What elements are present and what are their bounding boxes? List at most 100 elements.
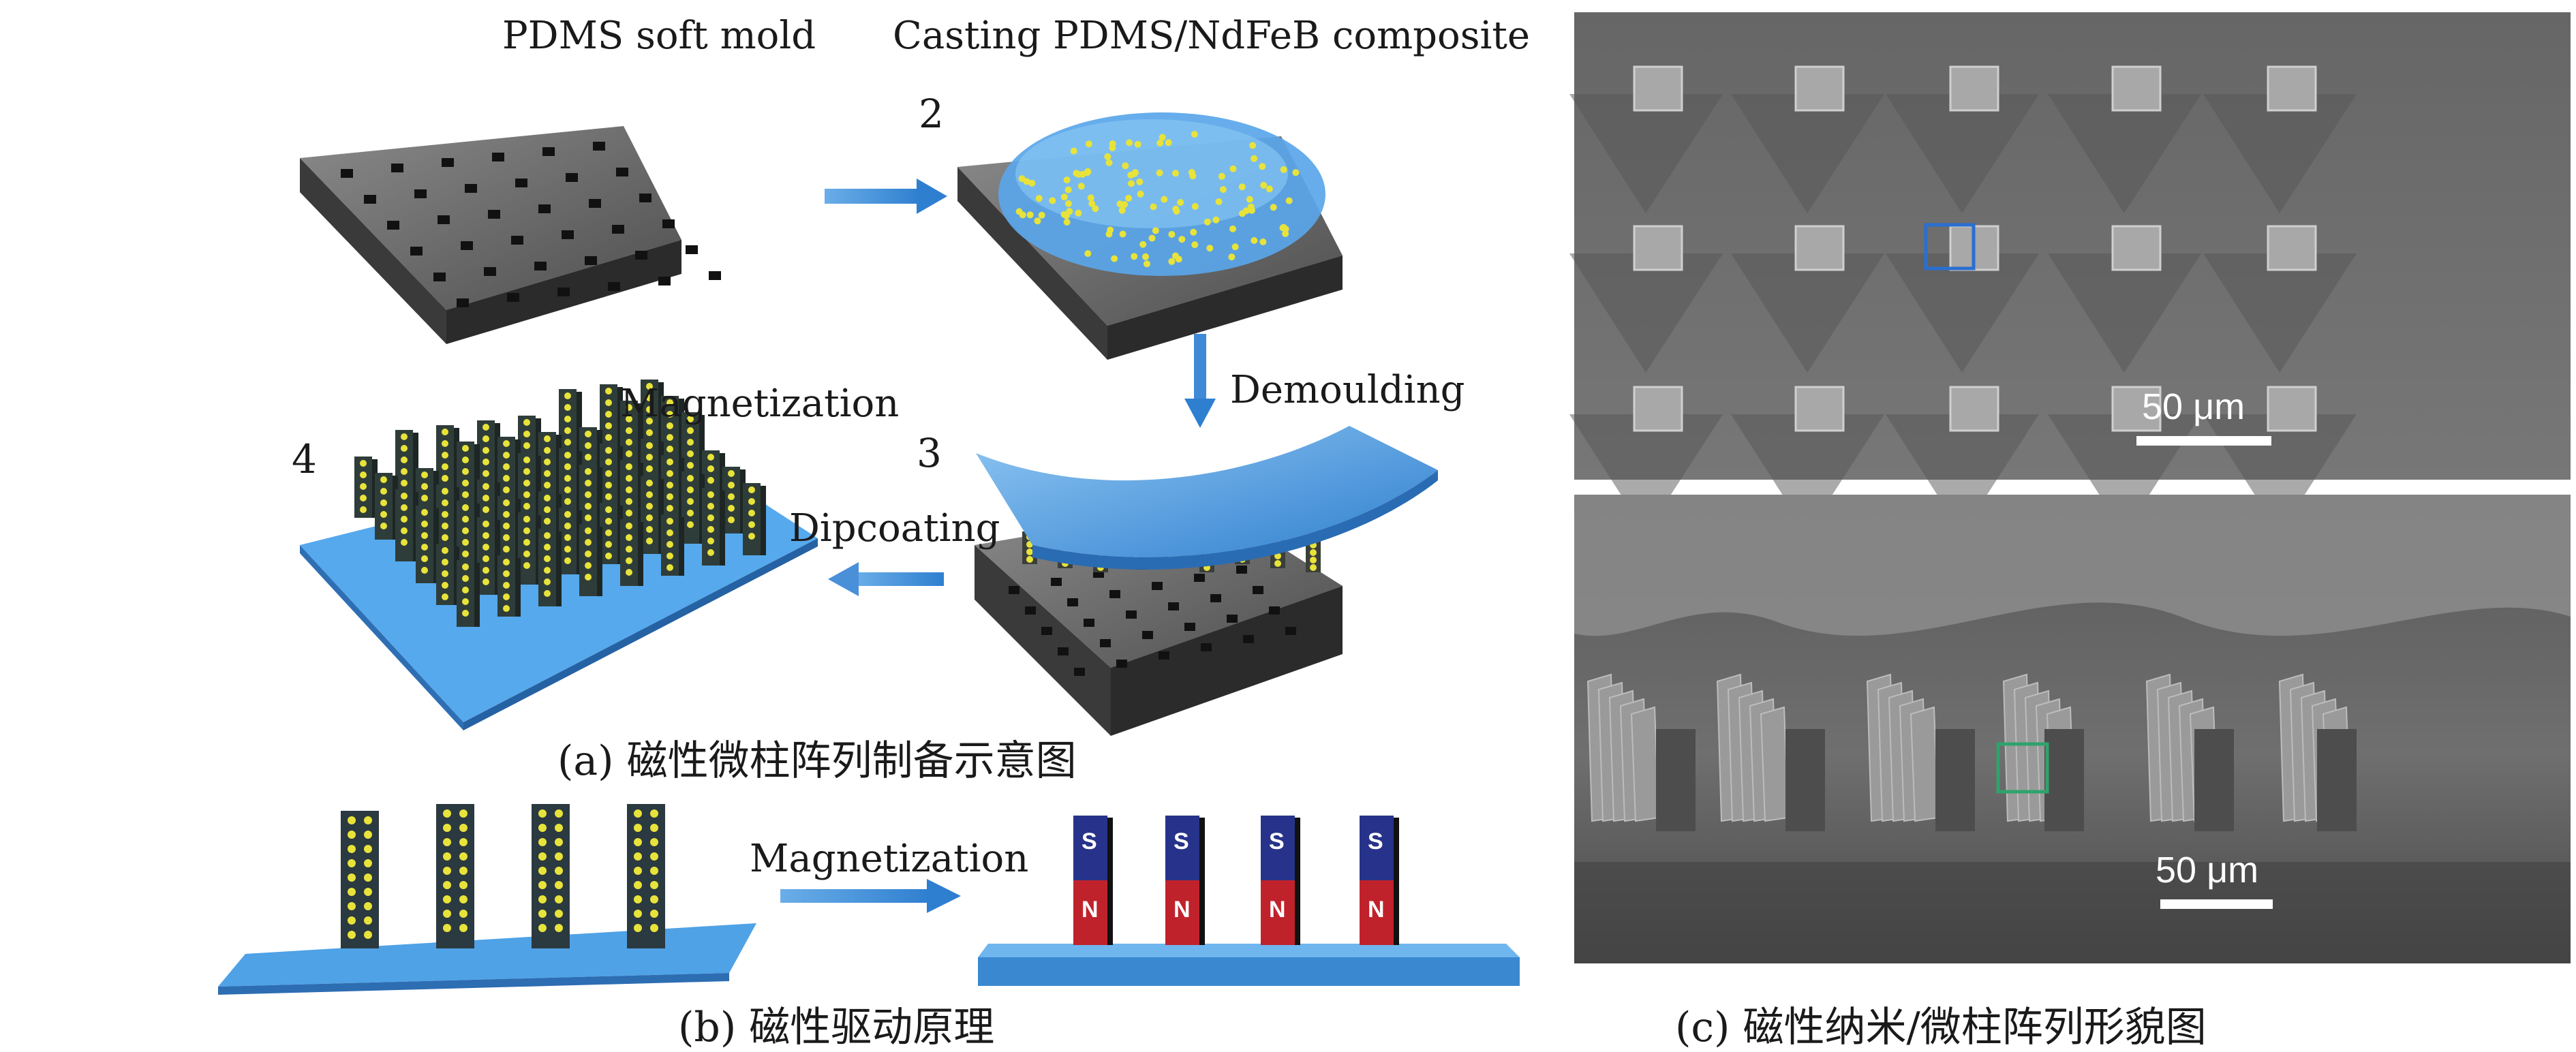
particle [1229, 225, 1236, 232]
mold-hole [1253, 586, 1263, 594]
particle [605, 470, 612, 477]
particle [544, 518, 551, 525]
particle [707, 503, 714, 510]
magnet-south-pole [1165, 816, 1199, 880]
particle [1274, 553, 1281, 559]
particle [555, 910, 563, 918]
particle [544, 532, 551, 539]
particle [1139, 241, 1147, 248]
particle [650, 852, 658, 861]
mold-hole [484, 267, 496, 276]
particle [1191, 131, 1198, 138]
mold-hole [1041, 627, 1052, 635]
particle [1238, 183, 1246, 191]
particle [687, 521, 694, 528]
particle [1070, 147, 1077, 155]
particle [585, 514, 592, 521]
particle [666, 446, 673, 452]
particle [626, 486, 632, 493]
particle [1144, 260, 1150, 268]
particle [544, 567, 551, 574]
particle [538, 867, 547, 875]
particle [626, 569, 632, 576]
particle [482, 555, 489, 562]
particle [626, 404, 632, 411]
particle [646, 442, 653, 449]
magnet-side [1394, 818, 1399, 945]
particle [605, 434, 612, 441]
particle [748, 521, 755, 528]
particle [442, 452, 448, 459]
particle [1064, 200, 1072, 207]
magnet-north-pole [1360, 880, 1394, 945]
particle [1085, 140, 1092, 148]
particle [1026, 548, 1033, 555]
particle [442, 463, 448, 470]
particle [482, 459, 489, 465]
pillar-side [720, 491, 725, 566]
particle [348, 845, 356, 853]
particle [666, 482, 673, 489]
pillar [341, 811, 379, 948]
particle [707, 549, 714, 556]
particle [646, 465, 653, 472]
particle [442, 559, 448, 566]
particle [401, 527, 408, 534]
pole-label-n: N [1368, 897, 1385, 923]
particle [1161, 196, 1168, 203]
particle [482, 532, 489, 539]
mold-hole [438, 215, 450, 224]
particle [523, 516, 530, 523]
mold-hole [414, 189, 427, 198]
particle [459, 924, 467, 932]
particle [585, 551, 592, 557]
sem-top-view [1569, 12, 2571, 533]
particle [564, 427, 571, 434]
particle [1015, 208, 1023, 215]
particle [462, 587, 469, 593]
particle [585, 480, 592, 486]
particle [728, 470, 735, 477]
particle [1152, 227, 1159, 234]
particle [442, 499, 448, 506]
particle [605, 459, 612, 465]
sem-pillar-top [2267, 225, 2317, 271]
sem-pillar-top [1794, 225, 1845, 271]
particle [1247, 203, 1255, 211]
casting-composite [957, 112, 1343, 360]
particle [748, 533, 755, 540]
mold-hole [461, 241, 473, 250]
particle [707, 514, 714, 521]
sem-pillar-top [1794, 65, 1845, 112]
mold-hole [635, 251, 647, 260]
particle [503, 475, 510, 482]
particle [666, 459, 673, 465]
particle [585, 539, 592, 546]
mold-hole [410, 247, 423, 256]
particle [380, 488, 387, 495]
particle [707, 538, 714, 544]
particle [544, 435, 551, 442]
step1-label: PDMS soft mold [502, 14, 816, 58]
mold-hole [1227, 615, 1238, 623]
sem-shadow [2048, 253, 2201, 373]
mold-hole [1116, 660, 1127, 668]
particle [1280, 166, 1287, 173]
step3-number: 3 [917, 430, 942, 476]
pole-label-s: S [1269, 829, 1285, 854]
mold-hole [511, 236, 523, 245]
mold-hole [1058, 647, 1069, 655]
particle [364, 816, 372, 824]
particle [1285, 197, 1293, 204]
particle [687, 462, 694, 469]
particle [1119, 230, 1126, 238]
particle [564, 475, 571, 482]
particle [605, 541, 612, 548]
particle [544, 578, 551, 585]
particle [605, 388, 612, 394]
particle [1111, 255, 1118, 262]
particle [1066, 208, 1073, 215]
mold-hole [1025, 606, 1036, 615]
particle [728, 516, 735, 523]
